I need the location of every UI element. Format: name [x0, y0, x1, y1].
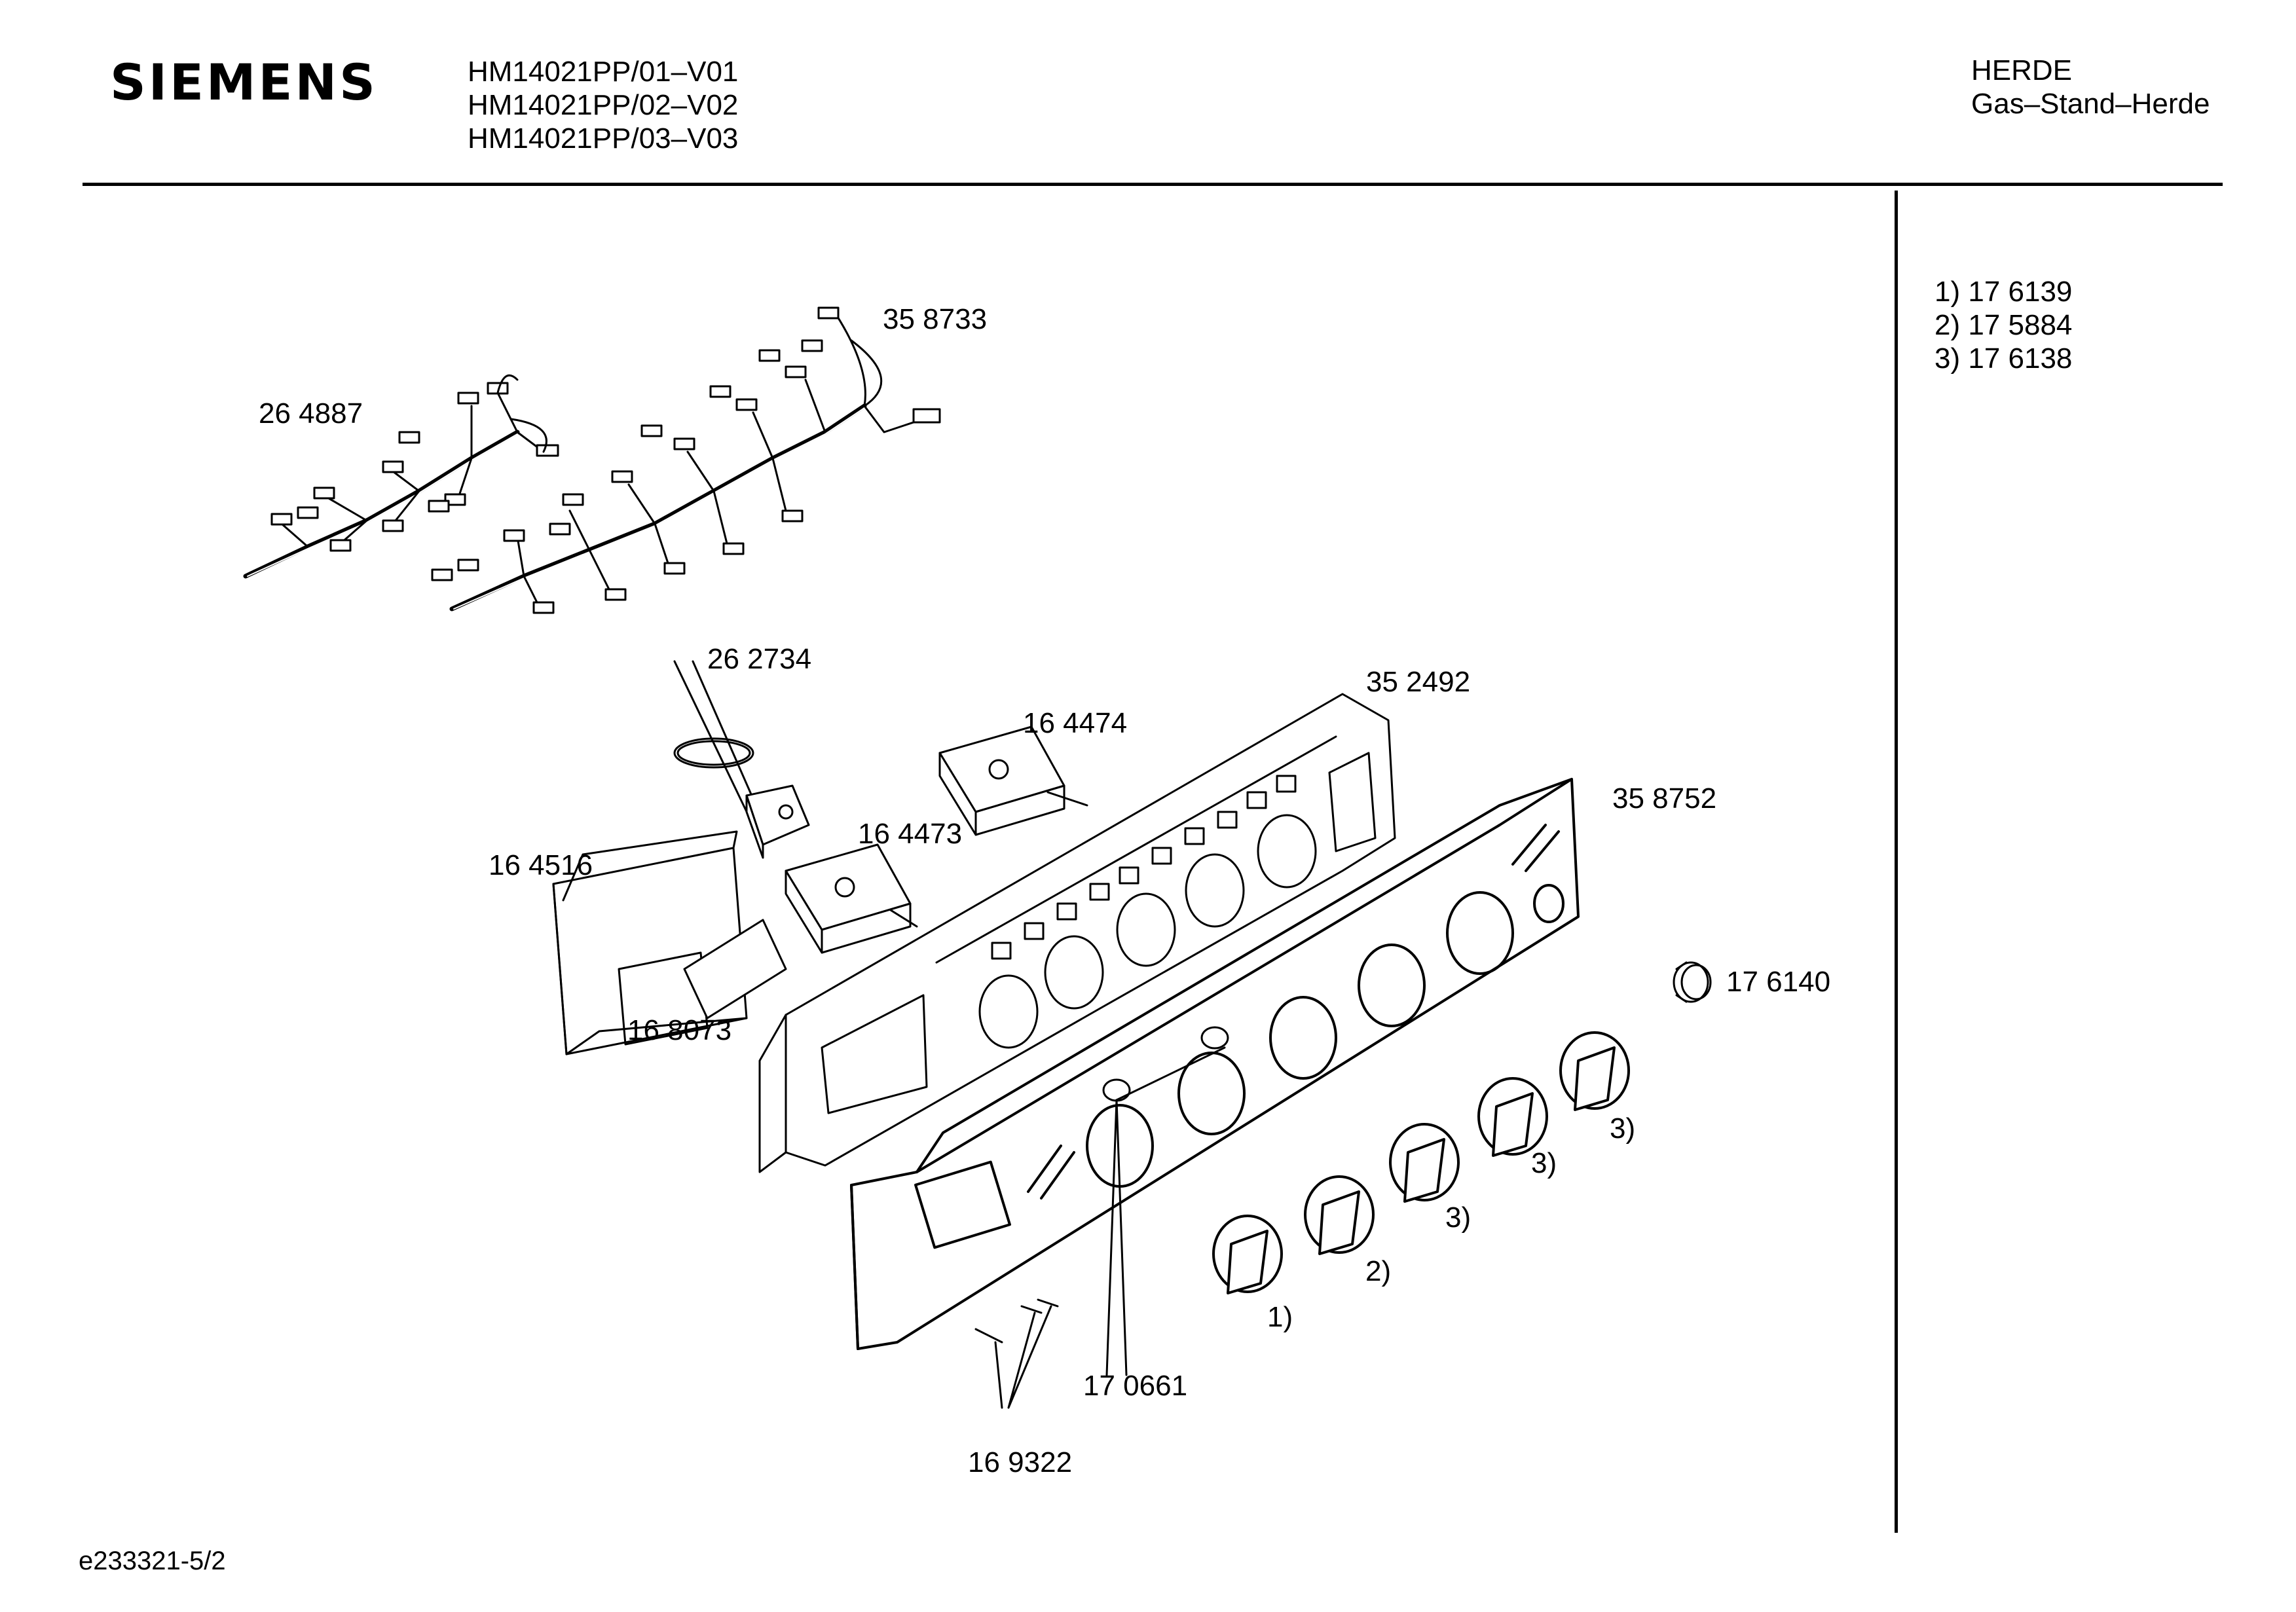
part-number-label: 16 4516: [489, 849, 593, 881]
control-switch-small: [745, 784, 810, 859]
category-title: HERDE: [1971, 54, 2073, 86]
energy-regulator-switch-1: [938, 725, 1088, 836]
part-number-label: 16 8073: [627, 1014, 732, 1046]
part-number-label: 26 2734: [707, 643, 812, 675]
part-number-label: 16 4474: [1023, 707, 1128, 739]
timer-module: [552, 830, 748, 1055]
knob-callout: 3): [1610, 1112, 1636, 1145]
control-panel-bracket: [758, 693, 1396, 1173]
part-number-label: 35 8752: [1612, 782, 1717, 815]
control-panel-fascia: [850, 778, 1580, 1350]
part-number-label: 16 9322: [968, 1446, 1073, 1478]
model-list: HM14021PP/01–V01 HM14021PP/02–V02 HM1402…: [468, 55, 738, 155]
part-number-label: 26 4887: [259, 397, 363, 430]
part-number-label: 16 4473: [858, 818, 963, 850]
knob: [1212, 1215, 1283, 1294]
knob-legend: 1) 17 6139 2) 17 5884 3) 17 6138: [1935, 275, 2072, 375]
knob: [1304, 1175, 1375, 1255]
model-number: HM14021PP/01–V01: [468, 56, 739, 88]
part-number-label: 35 8733: [883, 303, 988, 335]
panel-cutouts: [978, 775, 1317, 1049]
part-number-label: 17 6140: [1726, 966, 1831, 998]
wiring-harness-left: [243, 374, 559, 579]
knob-callout: 3): [1445, 1201, 1472, 1234]
control-knobs: [1212, 1031, 1630, 1294]
legend-item: 3) 17 6138: [1935, 342, 2073, 375]
knob-callout: 3): [1531, 1147, 1557, 1179]
knob-callout: 1): [1267, 1301, 1293, 1333]
mounting-screws: [974, 1298, 1059, 1409]
knob: [1477, 1077, 1548, 1157]
part-number-label: 35 2492: [1366, 666, 1471, 698]
knob-openings: [1086, 884, 1565, 1188]
spindle-extensions: [1102, 1026, 1229, 1376]
wiring-harness-right: [431, 306, 941, 614]
drawing-code: e233321-5/2: [79, 1547, 226, 1575]
timer-lens: [683, 919, 787, 1019]
knob: [1559, 1031, 1630, 1111]
category-subtitle: Gas–Stand–Herde: [1971, 88, 2210, 120]
header-divider: [83, 183, 2223, 186]
legend-divider: [1895, 191, 1898, 1533]
knob: [1389, 1123, 1460, 1203]
part-number-label: 17 0661: [1083, 1370, 1188, 1402]
siemens-logo: SIEMENS: [110, 53, 378, 111]
knob-callout: 2): [1365, 1255, 1392, 1287]
model-number: HM14021PP/02–V02: [468, 89, 739, 121]
indicator-lamp: [1673, 961, 1712, 1003]
legend-item: 2) 17 5884: [1935, 309, 2073, 341]
product-category: HERDE Gas–Stand–Herde: [1971, 54, 2210, 120]
model-number: HM14021PP/03–V03: [468, 122, 739, 155]
energy-regulator-switch-2: [785, 843, 918, 954]
legend-item: 1) 17 6139: [1935, 276, 2073, 308]
